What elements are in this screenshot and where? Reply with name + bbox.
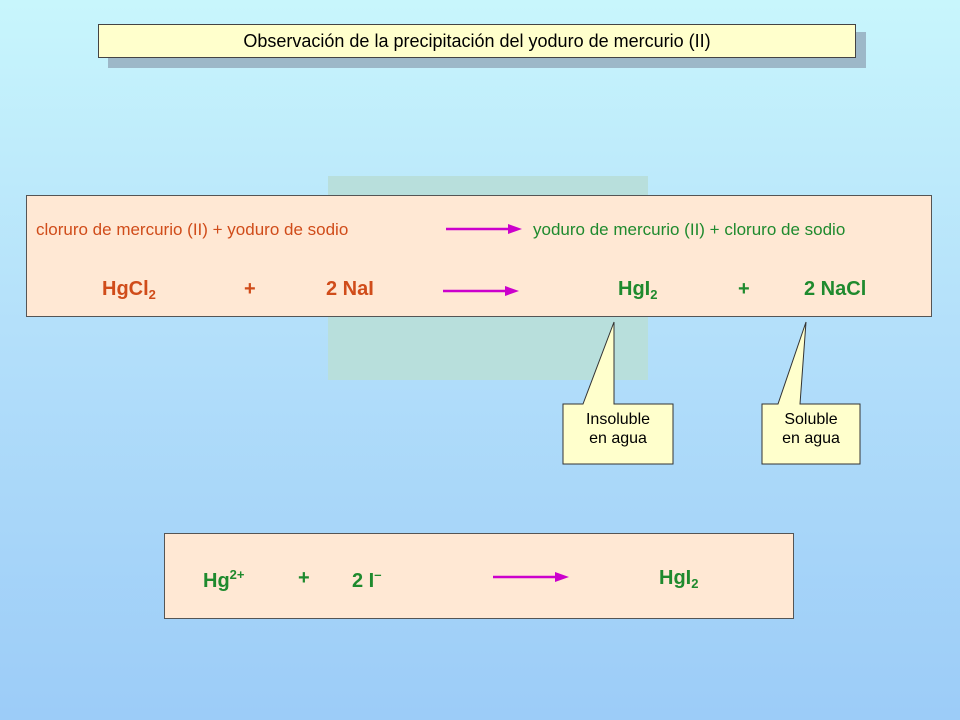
ion-hg-base: Hg	[203, 570, 230, 592]
callout-soluble-shape	[761, 321, 861, 465]
page-title-text: Observación de la precipitación del yodu…	[243, 30, 711, 51]
ion-hg-charge: 2+	[229, 567, 245, 582]
formula-hgi2-subscript: 2	[650, 287, 658, 302]
word-equation-arrow	[446, 224, 522, 234]
formula-plus-reactants: +	[244, 278, 256, 300]
formula-hgcl2-base: HgCl	[102, 278, 149, 300]
ion-iodide-base: 2 I	[352, 570, 375, 592]
ion-hgi2-base: HgI	[659, 567, 692, 589]
callout-insoluble-shape	[562, 321, 674, 465]
formula-plus-products: +	[738, 278, 750, 300]
formula-nacl: 2 NaCl	[804, 278, 867, 300]
formula-hgcl2: HgCl2	[102, 278, 156, 302]
formula-equation-arrow	[443, 286, 519, 296]
formula-hgi2: HgI2	[618, 278, 657, 302]
formula-nai: 2 NaI	[326, 278, 374, 300]
word-equation-products: yoduro de mercurio (II) + cloruro de sod…	[533, 220, 846, 239]
ion-hgi2: HgI2	[659, 567, 698, 591]
molecular-equation-box	[26, 195, 932, 317]
word-equation-reactants: cloruro de mercurio (II) + yoduro de sod…	[36, 220, 349, 239]
formula-hgcl2-subscript: 2	[148, 287, 156, 302]
formula-hgi2-base: HgI	[618, 278, 651, 300]
ion-iodide: 2 I–	[352, 567, 381, 593]
ionic-equation-arrow	[493, 572, 569, 582]
ion-hgi2-subscript: 2	[691, 576, 699, 591]
ion-hg2plus: Hg2+	[203, 567, 245, 593]
ion-plus: +	[298, 567, 310, 589]
ion-iodide-charge: –	[374, 567, 382, 582]
ionic-equation-box	[164, 533, 794, 619]
callout-soluble: Soluble en agua	[782, 411, 840, 447]
callout-insoluble: Insoluble en agua	[585, 411, 651, 447]
page-title: Observación de la precipitación del yodu…	[98, 24, 856, 58]
